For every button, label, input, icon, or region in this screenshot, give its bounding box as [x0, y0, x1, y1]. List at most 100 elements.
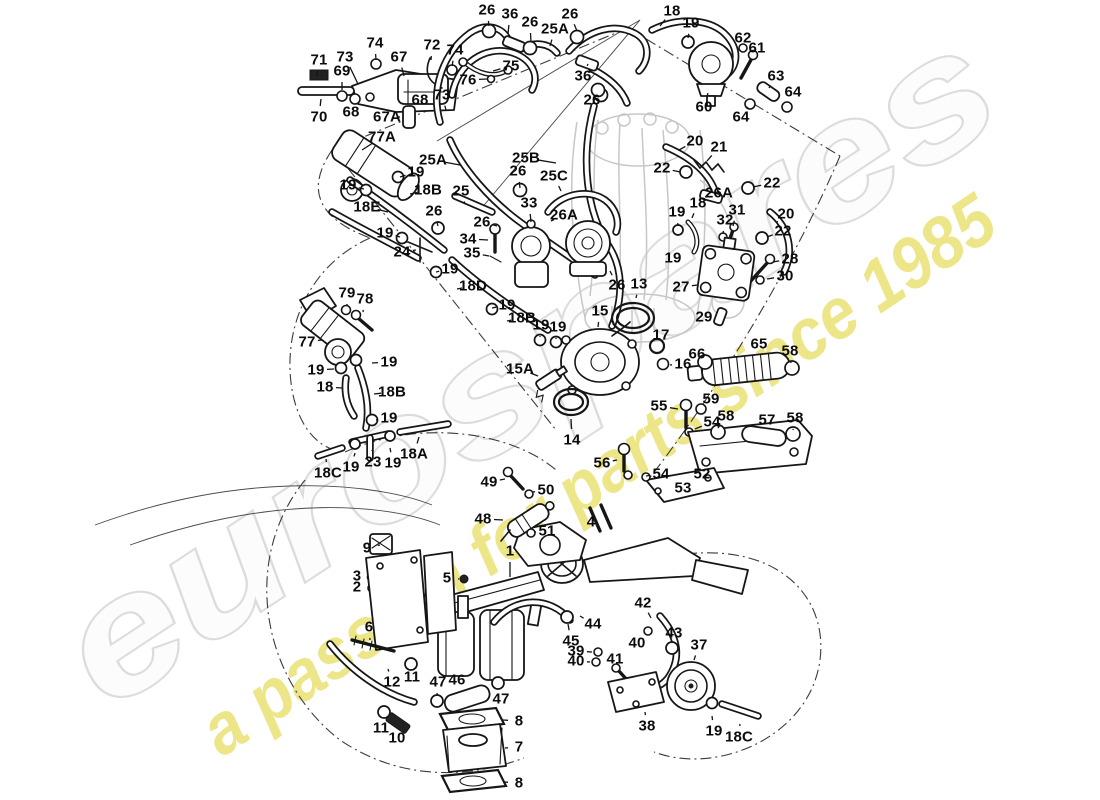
part-label-26: 26	[583, 91, 601, 109]
part-label-39: 39	[567, 642, 585, 660]
part-label-49: 49	[480, 473, 498, 491]
part-label-48: 48	[474, 510, 492, 528]
part-label-74: 74	[366, 34, 384, 52]
part-label-8: 8	[514, 712, 524, 730]
part-label-29: 29	[695, 308, 713, 326]
part-label-19: 19	[682, 14, 700, 32]
part-label-28: 28	[781, 250, 799, 268]
part-label-69: 69	[333, 62, 351, 80]
part-label-22: 22	[653, 159, 671, 177]
part-label-41: 41	[606, 650, 624, 668]
part-label-25: 25	[452, 182, 470, 200]
part-label-54: 54	[652, 465, 670, 483]
part-label-35: 35	[463, 244, 481, 262]
part-label-11: 11	[372, 719, 390, 737]
part-label-67A: 67A	[372, 108, 402, 126]
part-label-19: 19	[380, 409, 398, 427]
part-label-13: 13	[630, 275, 648, 293]
part-label-63: 63	[767, 67, 785, 85]
part-label-36: 36	[574, 67, 592, 85]
part-label-17: 17	[652, 326, 670, 344]
part-label-19: 19	[705, 722, 723, 740]
leader-lines	[316, 19, 794, 783]
part-label-59: 59	[702, 390, 720, 408]
part-label-26: 26	[561, 5, 579, 23]
part-label-19: 19	[339, 176, 357, 194]
part-label-40: 40	[567, 652, 585, 670]
part-label-47: 47	[492, 690, 510, 708]
part-label-19: 19	[498, 296, 516, 314]
part-label-27: 27	[672, 278, 690, 296]
part-label-26A: 26A	[704, 184, 734, 202]
part-label-68: 68	[342, 103, 360, 121]
part-label-26: 26	[425, 202, 443, 220]
part-label-18B: 18B	[377, 383, 407, 401]
part-label-67: 67	[390, 48, 408, 66]
part-label-23: 23	[364, 453, 382, 471]
part-label-25C: 25C	[539, 167, 569, 185]
part-label-14: 14	[563, 431, 581, 449]
part-label-18A: 18A	[399, 445, 429, 463]
part-label-58: 58	[786, 409, 804, 427]
part-label-9: 9	[362, 539, 372, 557]
part-label-46: 46	[448, 671, 466, 689]
part-label-42: 42	[634, 594, 652, 612]
part-label-38: 38	[638, 717, 656, 735]
part-label-6: 6	[364, 618, 374, 636]
part-label-26: 26	[608, 276, 626, 294]
part-label-66: 66	[688, 345, 706, 363]
part-label-21: 21	[710, 138, 728, 156]
part-label-26: 26	[478, 1, 496, 19]
part-label-18E: 18E	[353, 198, 381, 216]
part-label-26: 26	[521, 13, 539, 31]
part-label-33: 33	[520, 194, 538, 212]
part-label-18C: 18C	[313, 464, 343, 482]
part-label-62: 62	[734, 29, 752, 47]
part-label-60: 60	[695, 98, 713, 116]
part-label-70: 70	[310, 108, 328, 126]
part-label-32: 32	[716, 211, 734, 229]
part-label-19: 19	[532, 316, 550, 334]
part-label-20: 20	[686, 132, 704, 150]
part-label-30: 30	[776, 267, 794, 285]
part-label-43: 43	[665, 624, 683, 642]
construction-lines	[94, 19, 841, 774]
part-label-19: 19	[376, 224, 394, 242]
part-label-74: 74	[446, 41, 464, 59]
part-label-16: 16	[674, 355, 692, 373]
part-label-22: 22	[763, 174, 781, 192]
parts-artwork	[297, 17, 813, 794]
part-label-78: 78	[356, 290, 374, 308]
part-label-18: 18	[689, 194, 707, 212]
part-label-19: 19	[664, 249, 682, 267]
part-label-24: 24	[393, 243, 411, 261]
part-label-18: 18	[316, 378, 334, 396]
part-label-36: 36	[501, 5, 519, 23]
part-label-19: 19	[380, 353, 398, 371]
part-label-15: 15	[591, 302, 609, 320]
part-label-51: 51	[538, 522, 556, 540]
part-label-53: 53	[674, 479, 692, 497]
part-label-19: 19	[384, 454, 402, 472]
part-label-76: 76	[459, 71, 477, 89]
part-label-4: 4	[586, 513, 596, 531]
part-label-5: 5	[442, 569, 452, 587]
part-label-54: 54	[703, 413, 721, 431]
part-label-25A: 25A	[540, 20, 570, 38]
part-label-58: 58	[717, 407, 735, 425]
part-label-71: 71	[310, 51, 328, 69]
part-label-26: 26	[509, 162, 527, 180]
part-label-61: 61	[748, 39, 766, 57]
part-label-58: 58	[781, 342, 799, 360]
part-label-73: 73	[433, 86, 451, 104]
part-label-8: 8	[514, 774, 524, 792]
part-label-25A: 25A	[418, 151, 448, 169]
part-label-26: 26	[473, 213, 491, 231]
part-label-22: 22	[774, 222, 792, 240]
part-label-34: 34	[459, 230, 477, 248]
part-label-73: 73	[336, 48, 354, 66]
part-label-18D: 18D	[458, 277, 488, 295]
